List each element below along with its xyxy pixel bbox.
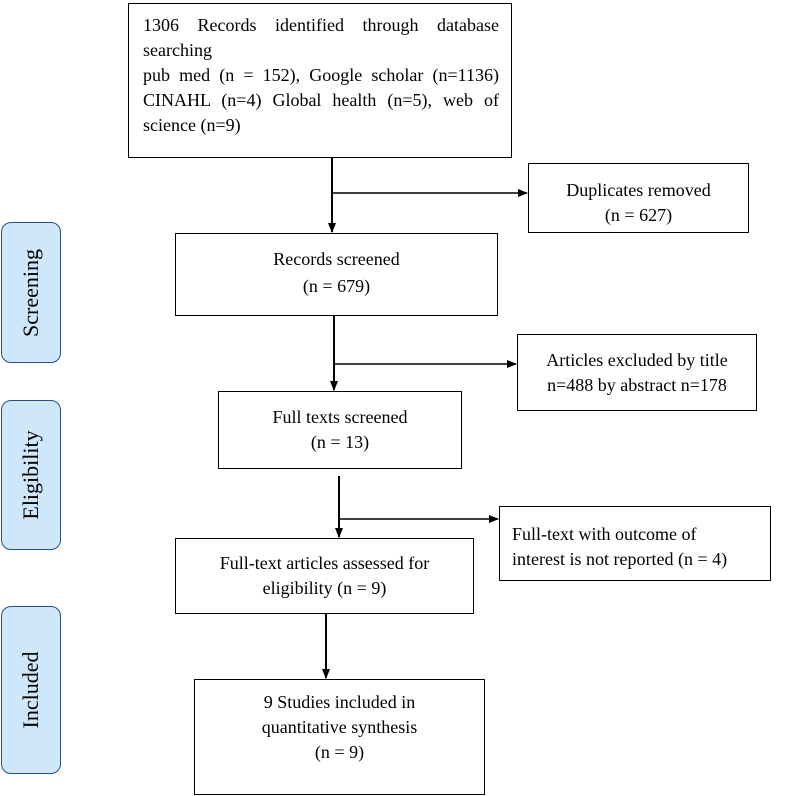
duplicates-removed-box: Duplicates removed (n = 627) (528, 163, 749, 233)
studies-included-box: 9 Studies included in quantitative synth… (194, 679, 485, 795)
phase-eligibility-label: Eligibility (18, 430, 43, 520)
records-identified-line-1: 1306 Records identified through database (143, 15, 499, 35)
full-texts-screened-count: (n = 13) (310, 432, 370, 452)
studies-included-line-2: quantitative synthesis (261, 717, 418, 737)
eligibility-assessed-line-2: eligibility (n = 9) (262, 578, 387, 598)
full-text-excluded-box: Full-text with outcome of interest is no… (499, 506, 771, 581)
articles-excluded-box: Articles excluded by title n=488 by abst… (517, 334, 757, 411)
studies-included-line-1: 9 Studies included in (263, 692, 416, 712)
full-text-excluded-line-2: interest is not reported (n = 4) (512, 549, 728, 569)
records-screened-count: (n = 679) (302, 276, 371, 296)
phase-included-label: Included (18, 651, 43, 729)
records-identified-line-2: searching (143, 40, 212, 60)
records-identified-line-4: CINAHL (n=4) Global health (n=5), web of (143, 90, 499, 110)
duplicates-removed-count: (n = 627) (604, 205, 673, 225)
articles-excluded-count: n=488 by abstract n=178 (547, 375, 727, 395)
eligibility-assessed-line-1: Full-text articles assessed for (219, 553, 430, 573)
records-screened-label: Records screened (273, 249, 400, 269)
eligibility-assessed-box: Full-text articles assessed for eligibil… (175, 538, 474, 614)
articles-excluded-label: Articles excluded by title (546, 350, 728, 370)
phase-eligibility: Eligibility (1, 400, 61, 550)
phase-screening: Screening (1, 222, 61, 363)
full-texts-screened-box: Full texts screened (n = 13) (218, 391, 462, 469)
records-screened-box: Records screened (n = 679) (175, 233, 498, 316)
full-text-excluded-line-1: Full-text with outcome of (512, 524, 697, 544)
records-identified-box: 1306 Records identified through database… (128, 3, 512, 158)
duplicates-removed-label: Duplicates removed (566, 180, 711, 200)
full-texts-screened-label: Full texts screened (272, 407, 408, 427)
records-identified-line-3: pub med (n = 152), Google scholar (n=113… (143, 65, 499, 85)
studies-included-line-3: (n = 9) (314, 742, 365, 762)
phase-included: Included (1, 606, 61, 774)
phase-screening-label: Screening (18, 248, 43, 337)
records-identified-line-5: science (n=9) (143, 115, 241, 135)
